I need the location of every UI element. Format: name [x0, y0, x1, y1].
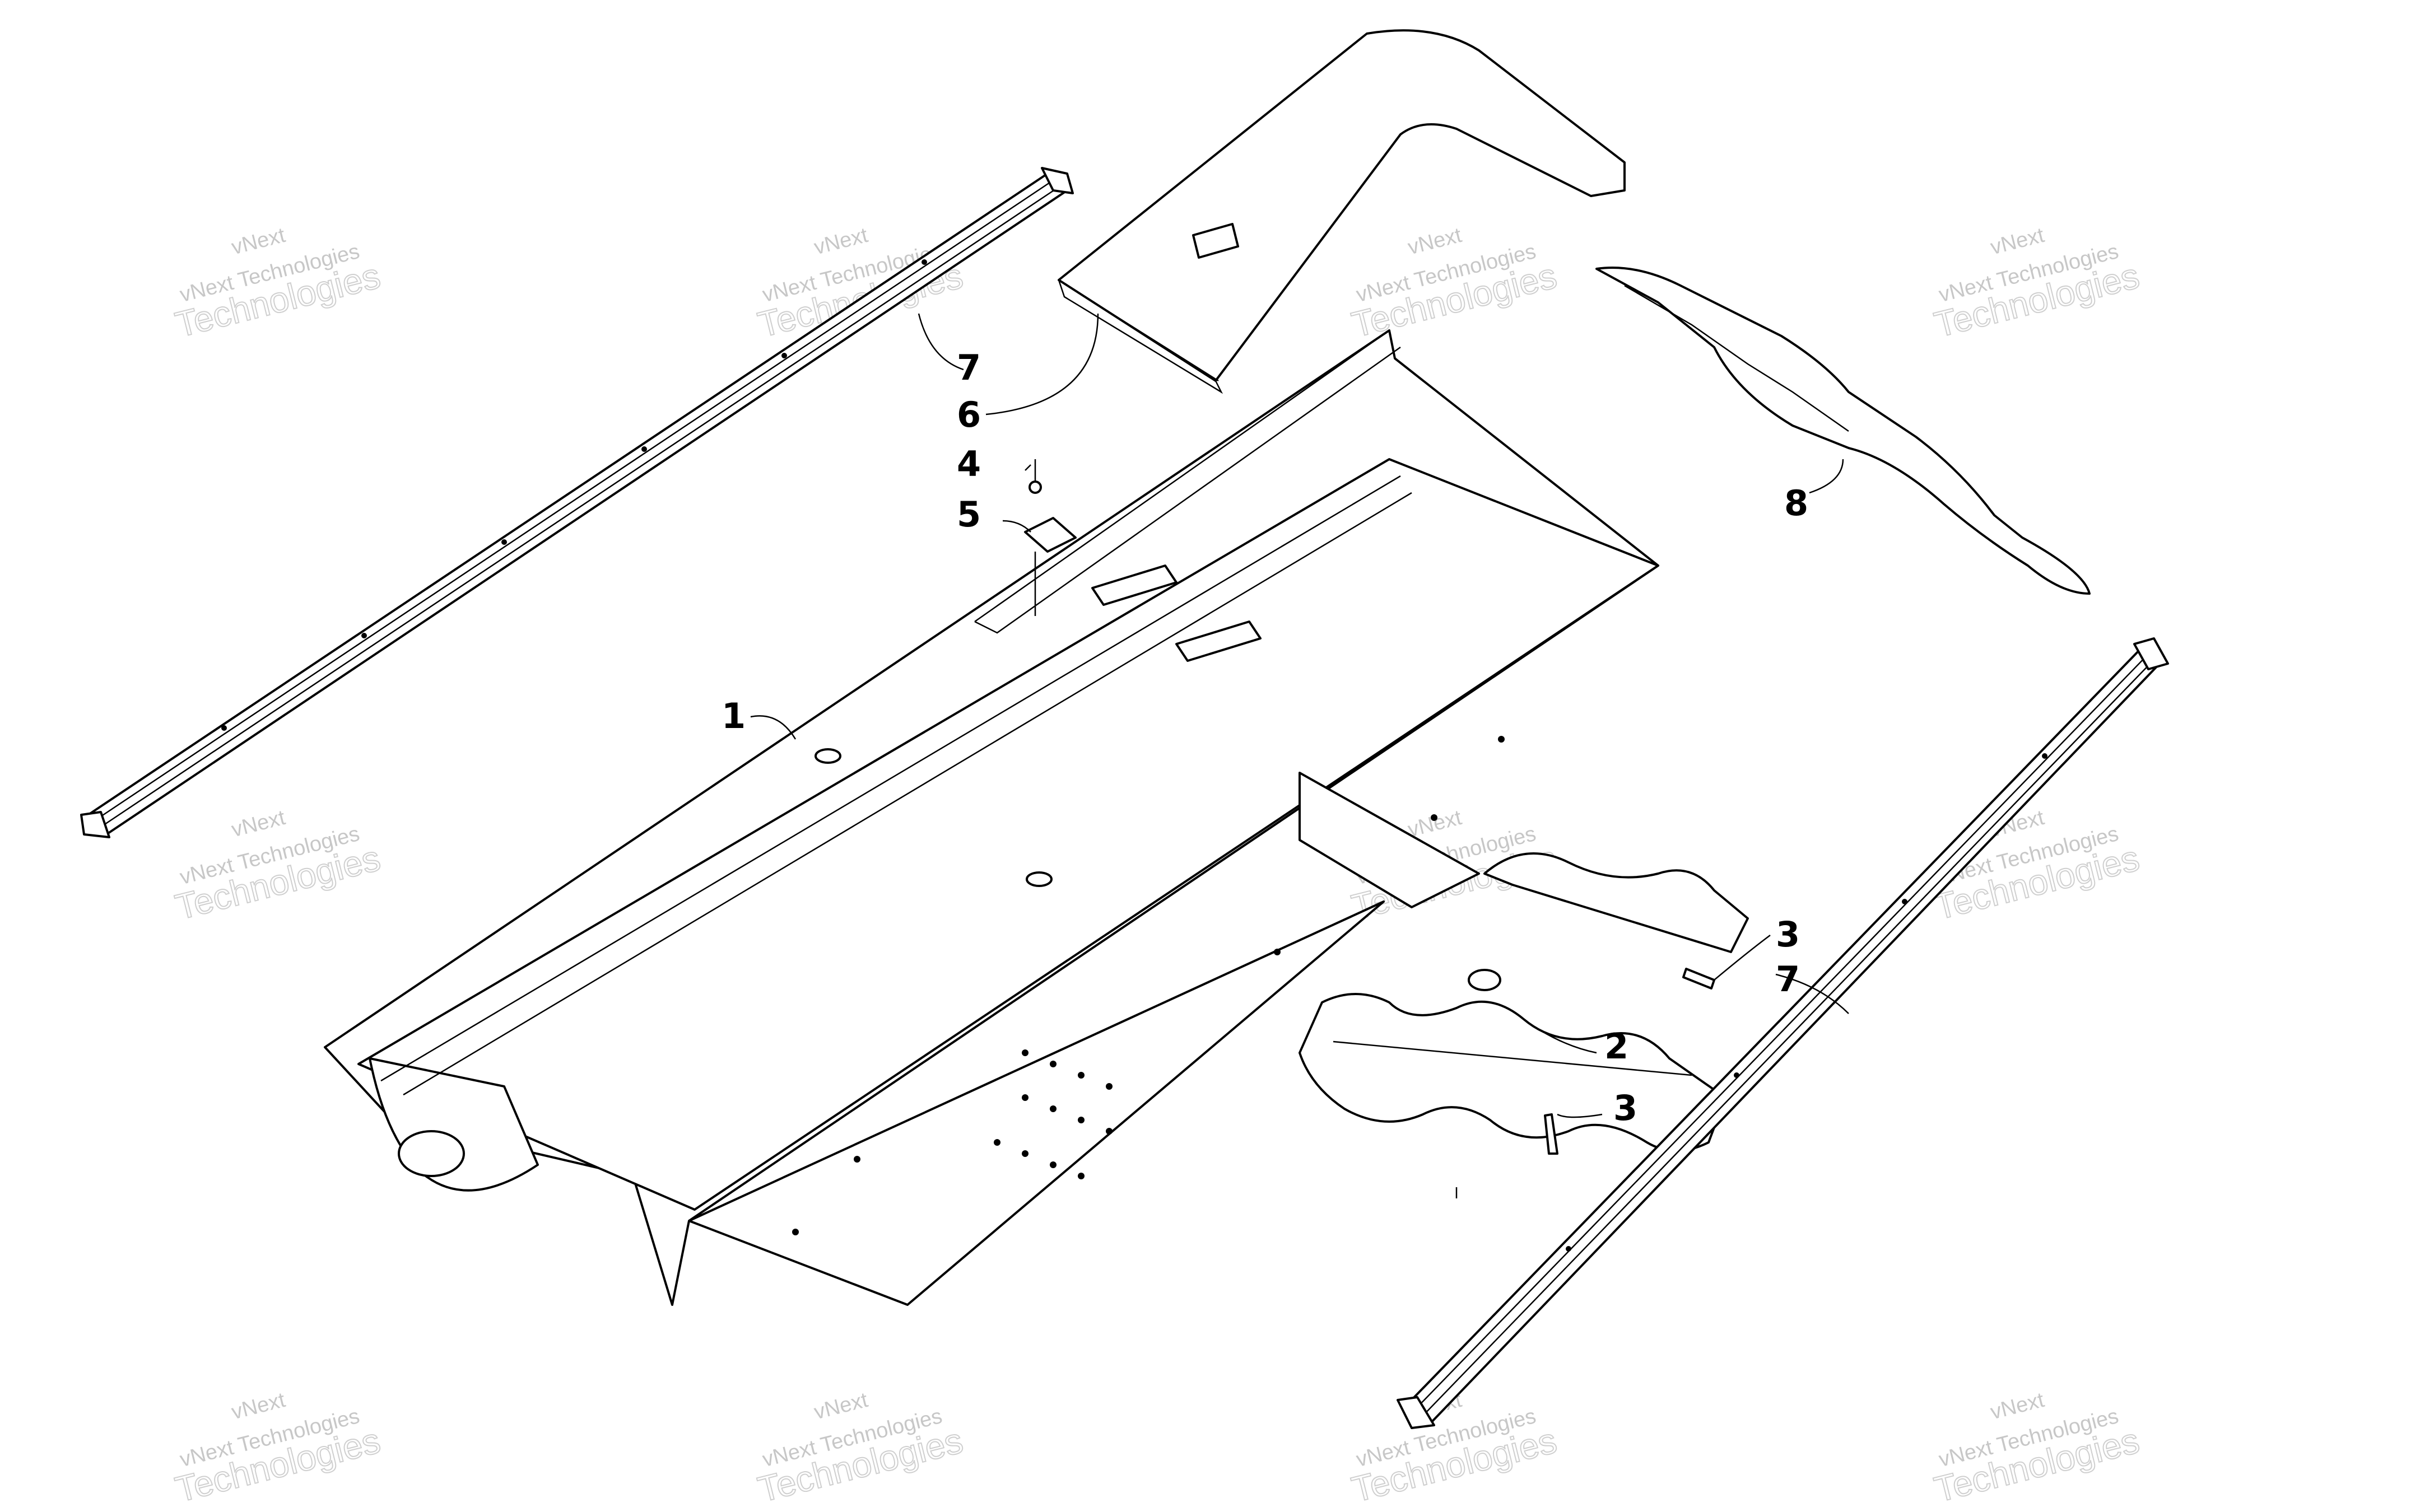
part-1-tunnel[interactable] [324, 329, 1659, 1306]
part-3-fastener-lower[interactable] [1544, 1113, 1558, 1155]
svg-text:vNext: vNext [1988, 223, 2047, 259]
watermark: vNext vNext Technologies Technologies [1930, 223, 2144, 346]
svg-text:vNext: vNext [229, 806, 288, 842]
callout-2: 2 [1604, 1026, 1628, 1067]
part-7-left-rail[interactable] [80, 167, 1074, 838]
part-2-skid[interactable] [1299, 772, 1749, 1152]
watermark: vNext vNext Technologies Technologies [1930, 1388, 2144, 1510]
callout-3-upper: 3 [1776, 914, 1800, 955]
rail-holes [1566, 753, 2047, 1252]
callout-3-lower: 3 [1613, 1088, 1637, 1128]
watermark: vNext vNext Technologies Technologies [753, 1388, 967, 1510]
svg-text:vNext: vNext [812, 223, 871, 259]
watermark: vNext vNext Technologies Technologies [1347, 223, 1561, 346]
part-4-bolt[interactable] [1028, 459, 1042, 494]
svg-text:vNext: vNext [812, 1388, 871, 1424]
callout-labels: 1 2 3 3 4 5 6 7 7 8 [722, 347, 1808, 1128]
svg-text:vNext: vNext [1988, 1388, 2047, 1424]
watermark: vNext vNext Technologies Technologies [171, 806, 385, 928]
svg-text:vNext: vNext [229, 223, 288, 259]
part-3-fastener-upper[interactable] [1682, 968, 1715, 990]
part-7-right-rail[interactable] [1397, 637, 2169, 1429]
callout-6: 6 [957, 394, 981, 435]
svg-text:vNext: vNext [1406, 223, 1464, 259]
callout-7-upper: 7 [957, 347, 981, 388]
callout-5: 5 [957, 494, 981, 535]
part-5-plate[interactable] [1024, 517, 1077, 616]
tunnel-holes [792, 736, 1505, 1235]
watermark: vNext vNext Technologies Technologies [171, 1388, 385, 1510]
watermark: vNext vNext Technologies Technologies [171, 223, 385, 346]
callout-8: 8 [1784, 483, 1808, 524]
callout-7-lower: 7 [1776, 959, 1800, 1000]
svg-text:vNext: vNext [229, 1388, 288, 1424]
leader-lines [750, 313, 1849, 1198]
rail-holes [221, 259, 927, 731]
part-6-top-panel[interactable] [1058, 29, 1626, 394]
callout-1: 1 [722, 696, 746, 736]
callout-4: 4 [957, 444, 981, 484]
part-8-bumper[interactable] [1595, 267, 2091, 595]
